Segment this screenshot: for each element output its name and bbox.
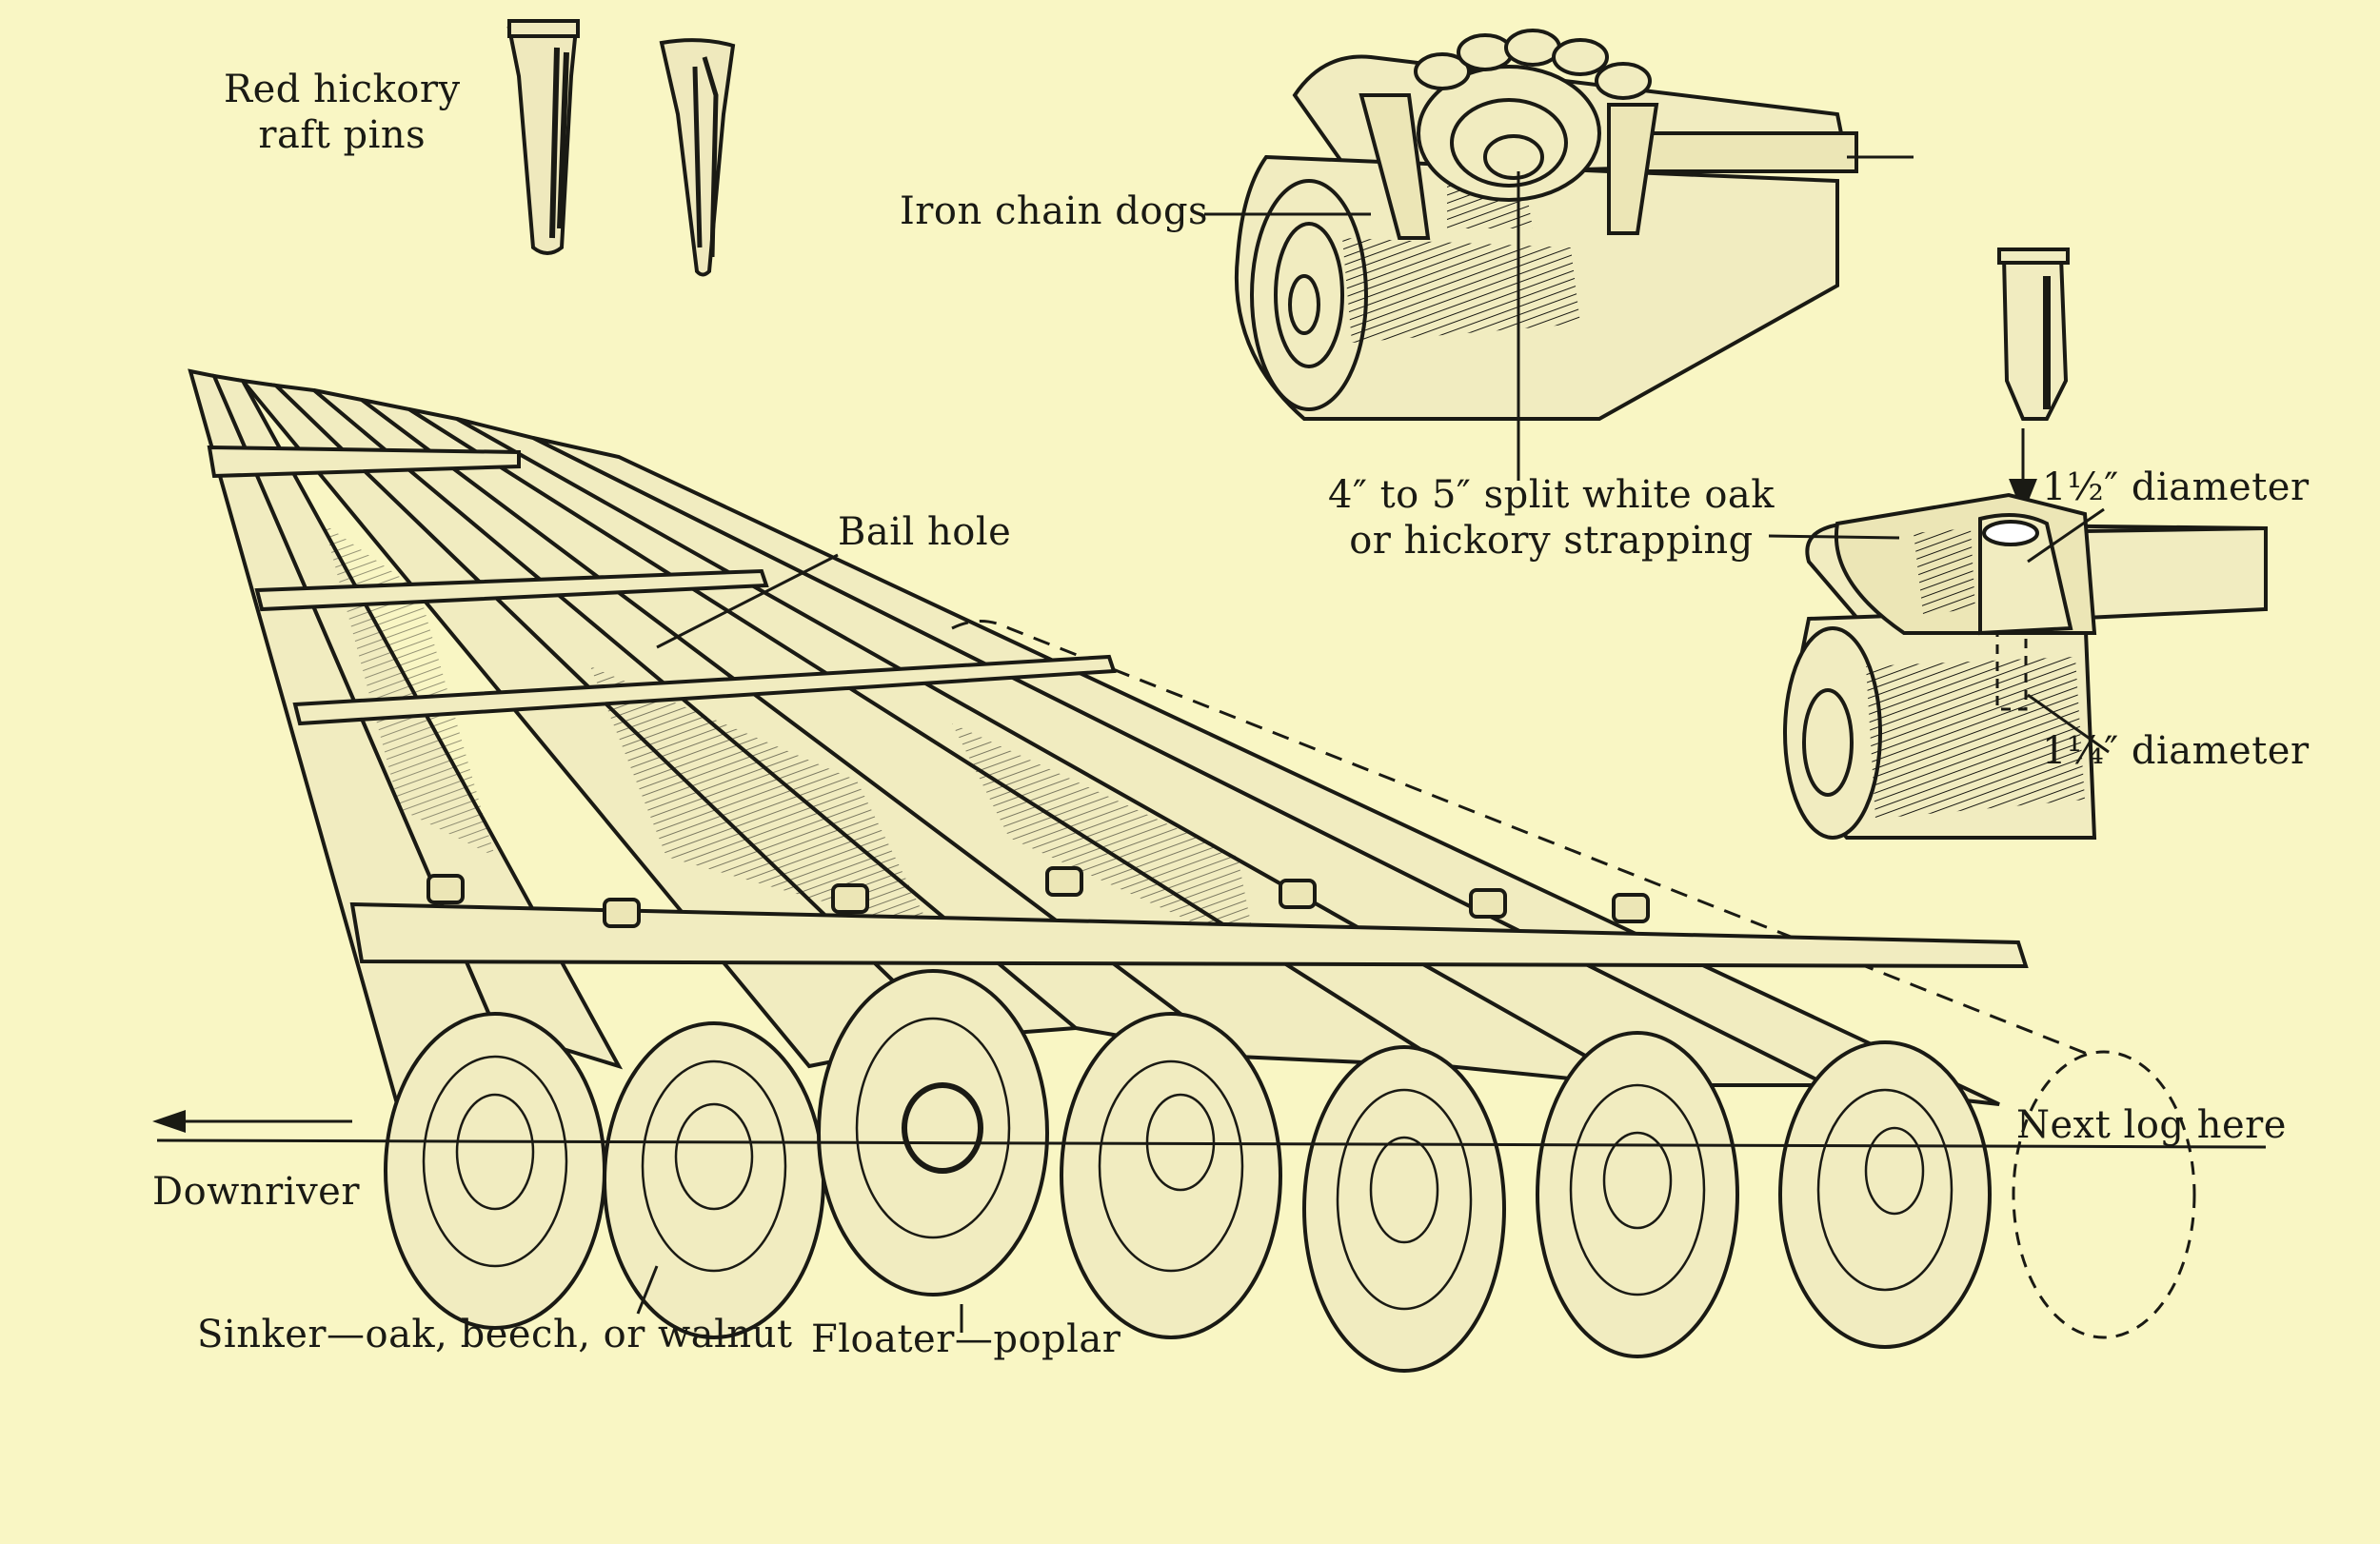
raft-pins (506, 19, 736, 277)
pin-log-end (1783, 626, 1882, 840)
log-end-3 (817, 969, 1049, 1297)
chain-dog-detail (1234, 29, 1914, 421)
downriver-arrow (152, 1110, 352, 1133)
downriver-label: Downriver (152, 1170, 360, 1214)
log-end-5 (1302, 1045, 1506, 1373)
log-end-1 (384, 1012, 606, 1330)
diameter-top-label: 1½″ diameter (2042, 465, 2310, 509)
next-log-circle (2012, 1050, 2196, 1339)
cross-poles (207, 445, 2029, 969)
raft-pins-label: Red hickory raft pins (224, 67, 461, 158)
raft-pins-label-line-1: Red hickory (224, 68, 461, 111)
log-end-4 (1060, 1012, 1282, 1339)
log-end-6 (1536, 1031, 1739, 1358)
sinker-label: Sinker—oak, beech, or walnut (197, 1313, 793, 1356)
log-end-7 (1778, 1040, 1992, 1349)
bail-hole-label: Bail hole (838, 510, 1012, 554)
strapping-label-line-2: or hickory strapping (1349, 519, 1754, 563)
next-log-outline (951, 620, 2095, 1059)
floater-label: Floater—poplar (811, 1317, 1121, 1361)
next-log-label: Next log here (2016, 1103, 2287, 1147)
leader-lines (636, 171, 2110, 1333)
raft (152, 368, 2267, 1373)
log-end-2 (603, 1021, 825, 1339)
water-line (156, 1138, 2267, 1149)
raft-pins-label-line-2: raft pins (258, 113, 426, 157)
front-pole-pins (426, 866, 1650, 928)
strapping-label: 4″ to 5″ split white oak or hickory stra… (1328, 472, 1775, 564)
diameter-bottom-label: 1¼″ diameter (2042, 729, 2310, 773)
chain-dogs-label: Iron chain dogs (900, 189, 1209, 233)
strapping-label-line-1: 4″ to 5″ split white oak (1328, 473, 1775, 517)
